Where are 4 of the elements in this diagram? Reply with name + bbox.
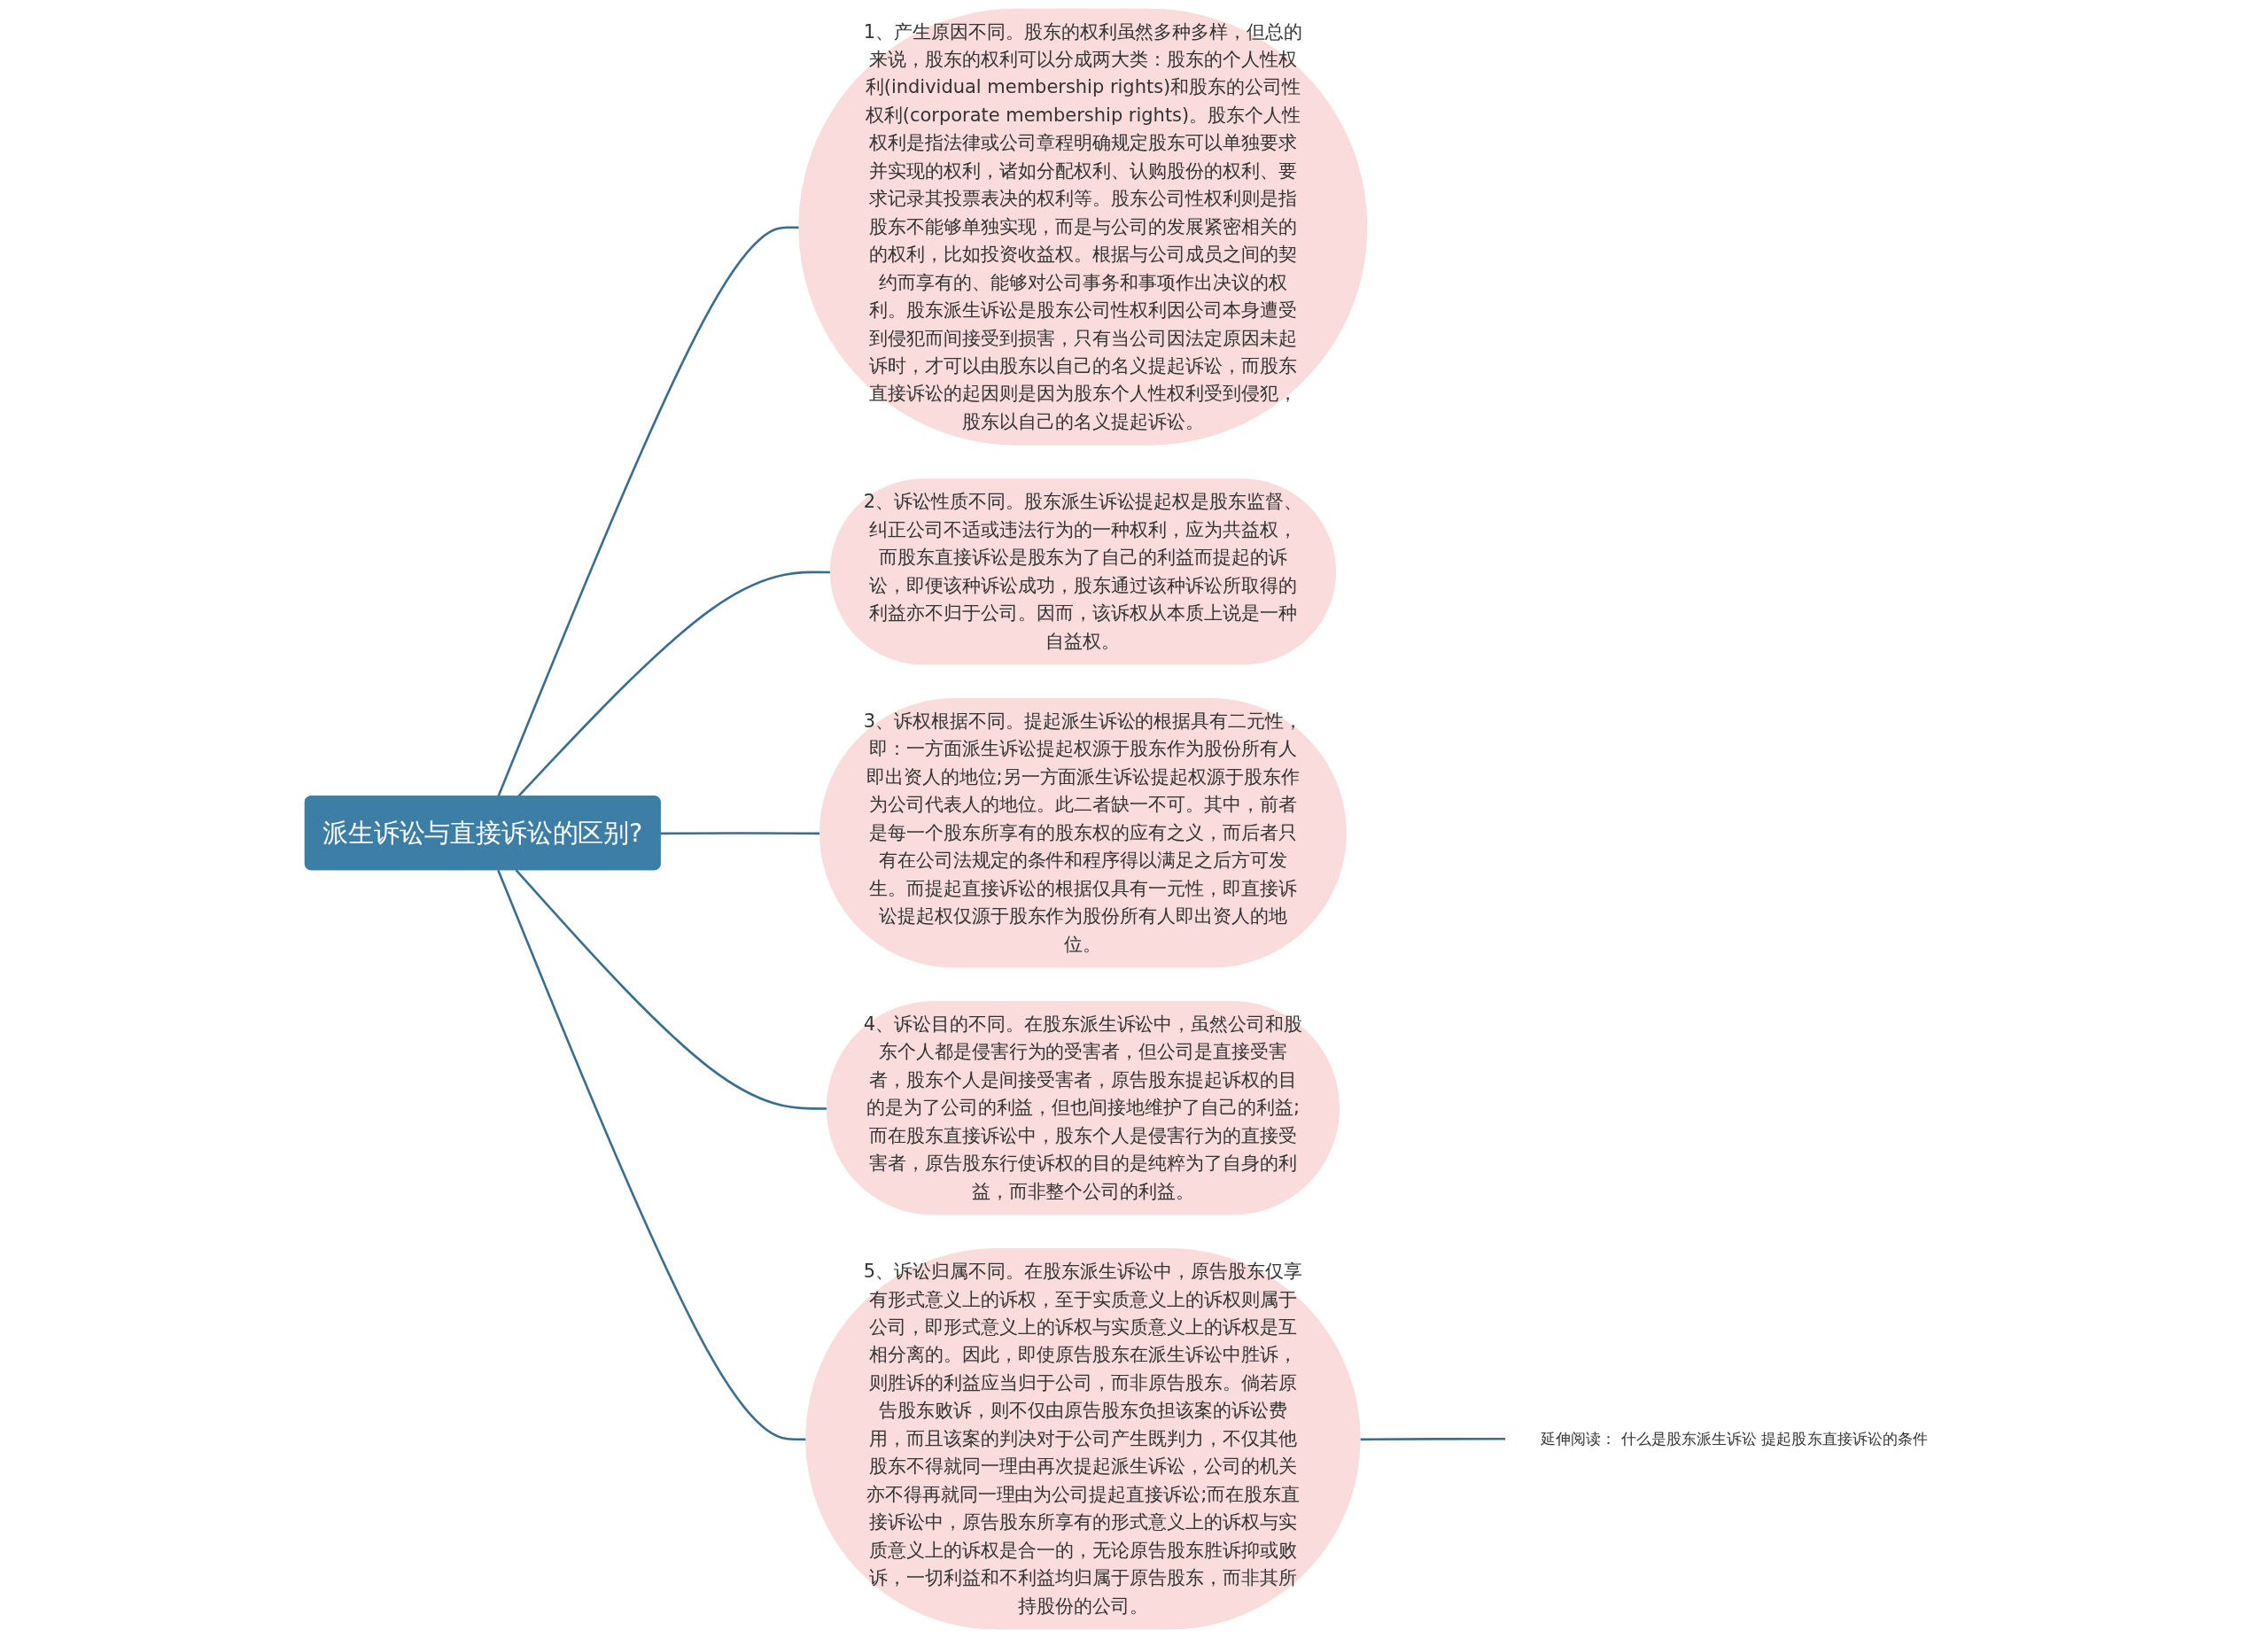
connector <box>515 869 828 1110</box>
connector <box>1360 1437 1506 1441</box>
connector <box>660 832 821 835</box>
node-text: 延伸阅读： 什么是股东派生诉讼 提起股东直接诉讼的条件 <box>1541 1430 1928 1448</box>
